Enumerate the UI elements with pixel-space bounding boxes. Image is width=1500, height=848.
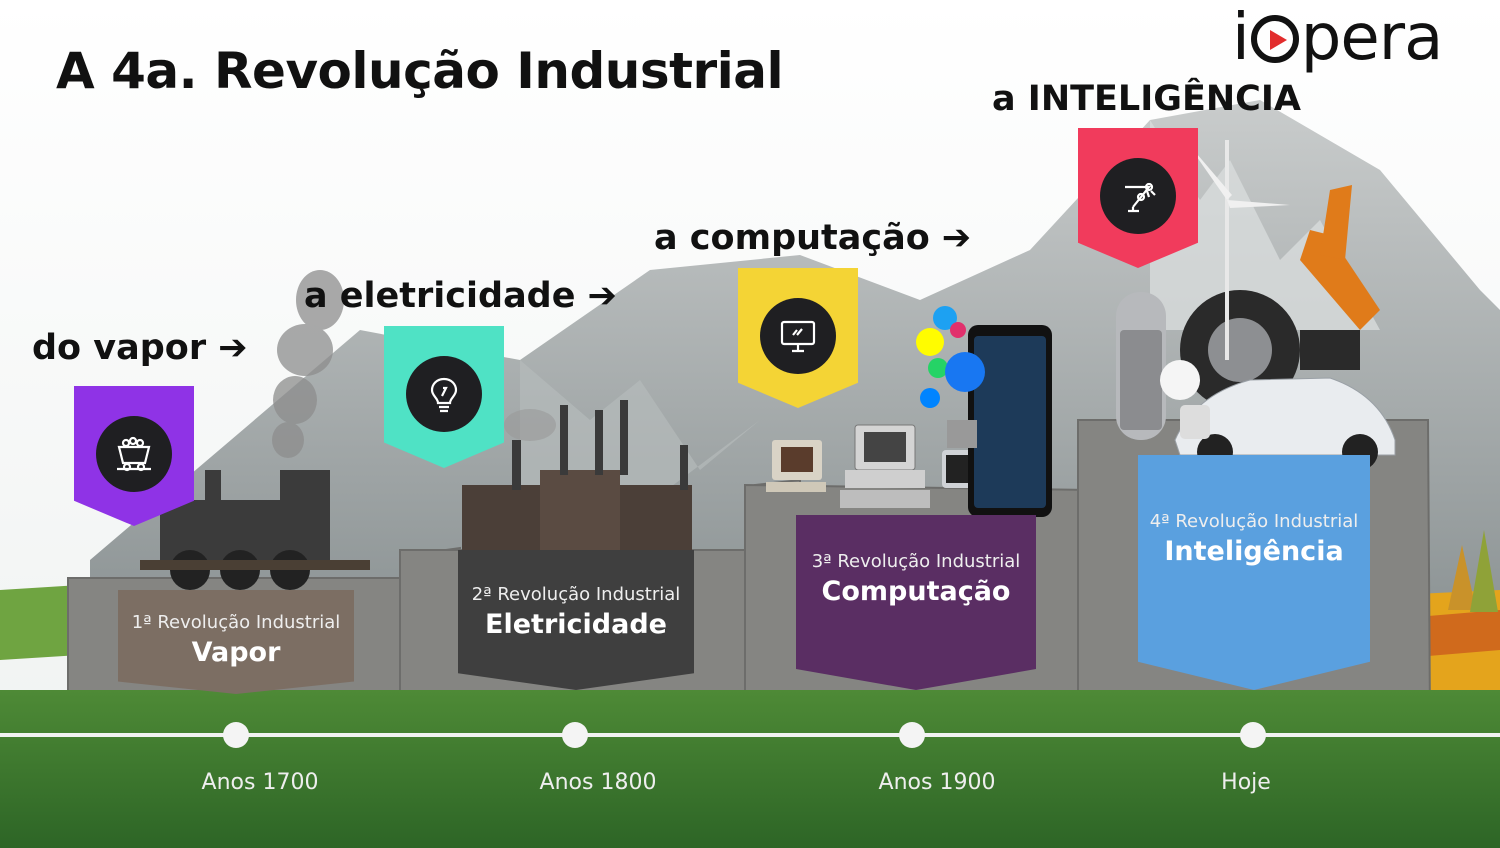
sign-title: Eletricidade — [485, 609, 667, 640]
logo-suffix: pera — [1300, 1, 1444, 75]
sign-computacao: 3ª Revolução Industrial Computação — [796, 515, 1036, 690]
monitor-icon — [760, 298, 836, 374]
trees — [1448, 530, 1498, 612]
grass — [0, 690, 1500, 848]
timeline-dot — [899, 722, 925, 748]
computers — [766, 306, 1052, 517]
page-title: A 4a. Revolução Industrial — [56, 42, 784, 100]
timeline-label: Hoje — [1221, 770, 1271, 795]
arrow-right-icon: ➔ — [941, 218, 972, 258]
logo-prefix: i — [1232, 1, 1250, 75]
banner-vapor — [74, 386, 194, 526]
caption-vapor: do vapor➔ — [32, 328, 248, 368]
banner-eletricidade — [384, 326, 504, 468]
lightbulb-icon — [406, 356, 482, 432]
timeline-label: Anos 1800 — [539, 770, 657, 795]
play-icon — [1250, 15, 1299, 63]
sign-subtitle: 4ª Revolução Industrial — [1149, 511, 1359, 532]
sign-subtitle: 1ª Revolução Industrial — [131, 612, 341, 633]
timeline-dot — [223, 722, 249, 748]
sign-subtitle: 2ª Revolução Industrial — [471, 584, 681, 605]
timeline-line — [0, 733, 1500, 737]
timeline-dot — [1240, 722, 1266, 748]
banner-inteligencia — [1078, 128, 1198, 268]
smoke — [272, 270, 344, 458]
timeline-label: Anos 1700 — [201, 770, 319, 795]
sign-inteligencia: 4ª Revolução Industrial Inteligência — [1138, 455, 1370, 690]
arrow-right-icon: ➔ — [218, 328, 248, 368]
factory — [462, 400, 692, 550]
timeline-dot — [562, 722, 588, 748]
mine-cart-icon — [96, 416, 172, 492]
sign-eletricidade: 2ª Revolução Industrial Eletricidade — [458, 550, 694, 690]
caption-computacao: a computação➔ — [654, 218, 972, 258]
sign-vapor: 1ª Revolução Industrial Vapor — [118, 590, 354, 694]
sign-title: Inteligência — [1164, 536, 1344, 567]
sign-subtitle: 3ª Revolução Industrial — [811, 551, 1021, 572]
robot-arm-icon — [1100, 158, 1176, 234]
sign-title: Computação — [821, 576, 1011, 607]
sign-title: Vapor — [191, 637, 281, 668]
caption-inteligencia: a INTELIGÊNCIA — [992, 79, 1301, 119]
ai-devices — [1116, 140, 1396, 470]
arrow-right-icon: ➔ — [587, 276, 617, 316]
banner-computacao — [738, 268, 858, 408]
timeline-label: Anos 1900 — [878, 770, 996, 795]
locomotive — [140, 470, 370, 590]
caption-eletricidade: a eletricidade➔ — [304, 276, 617, 316]
